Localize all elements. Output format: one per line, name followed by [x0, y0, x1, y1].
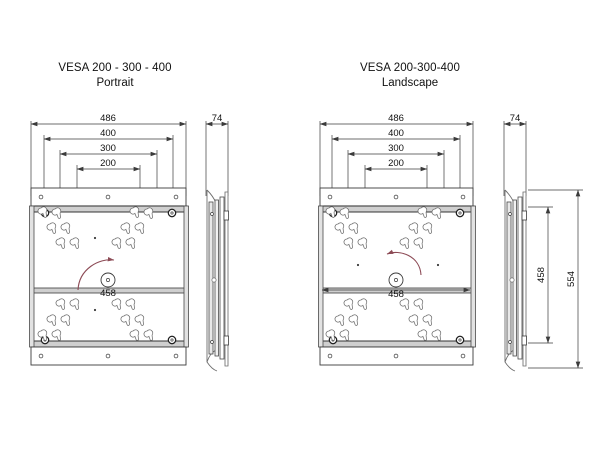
side-view-portrait: 74	[205, 113, 229, 372]
dim-458-landscape: 458	[388, 289, 404, 300]
dim-74-landscape: 74	[510, 113, 521, 124]
center-dot-upper-portrait	[93, 236, 97, 240]
dim-486-landscape: 486	[388, 113, 404, 124]
dim-300-portrait: 300	[100, 143, 116, 154]
portrait-title-line1: VESA 200 - 300 - 400	[58, 62, 172, 74]
title-block-portrait: VESA 200 - 300 - 400 Portrait	[20, 61, 210, 91]
top-wall-bar-landscape	[319, 187, 474, 207]
title-block-landscape: VESA 200-300-400 Landscape	[315, 61, 505, 91]
dim-486-portrait: 486	[100, 113, 116, 124]
dim-74-portrait: 74	[212, 113, 223, 124]
top-wall-bar-portrait	[30, 187, 187, 207]
pivot-hub-portrait	[100, 272, 116, 288]
dim-200-landscape: 200	[388, 158, 404, 169]
center-dot-left-landscape	[356, 263, 360, 267]
dim-400-portrait: 400	[100, 128, 116, 139]
portrait-title-line2: Portrait	[96, 77, 134, 89]
center-dot-lower-portrait	[93, 308, 97, 312]
dim-458-portrait: 458	[100, 288, 116, 299]
view-portrait: 486 400 300 200	[29, 113, 229, 372]
dim-300-landscape: 300	[388, 143, 404, 154]
view-landscape: 486 400 300 200	[318, 113, 583, 372]
pivot-hub-landscape	[388, 272, 404, 288]
bottom-wall-bar-portrait	[30, 346, 187, 366]
center-dot-right-landscape	[436, 263, 440, 267]
dim-554-side-landscape: 554	[566, 271, 577, 287]
dim-458-side-landscape: 458	[536, 267, 547, 283]
dim-400-landscape: 400	[388, 128, 404, 139]
rotation-arrow-portrait	[77, 257, 115, 291]
side-view-landscape: 74 4	[503, 113, 583, 372]
bottom-wall-bar-landscape	[319, 346, 474, 366]
rotation-arrow-landscape	[386, 249, 422, 276]
landscape-title-line1: VESA 200-300-400	[359, 62, 461, 74]
dim-200-portrait: 200	[100, 158, 116, 169]
landscape-title-line2: Landscape	[381, 77, 439, 89]
